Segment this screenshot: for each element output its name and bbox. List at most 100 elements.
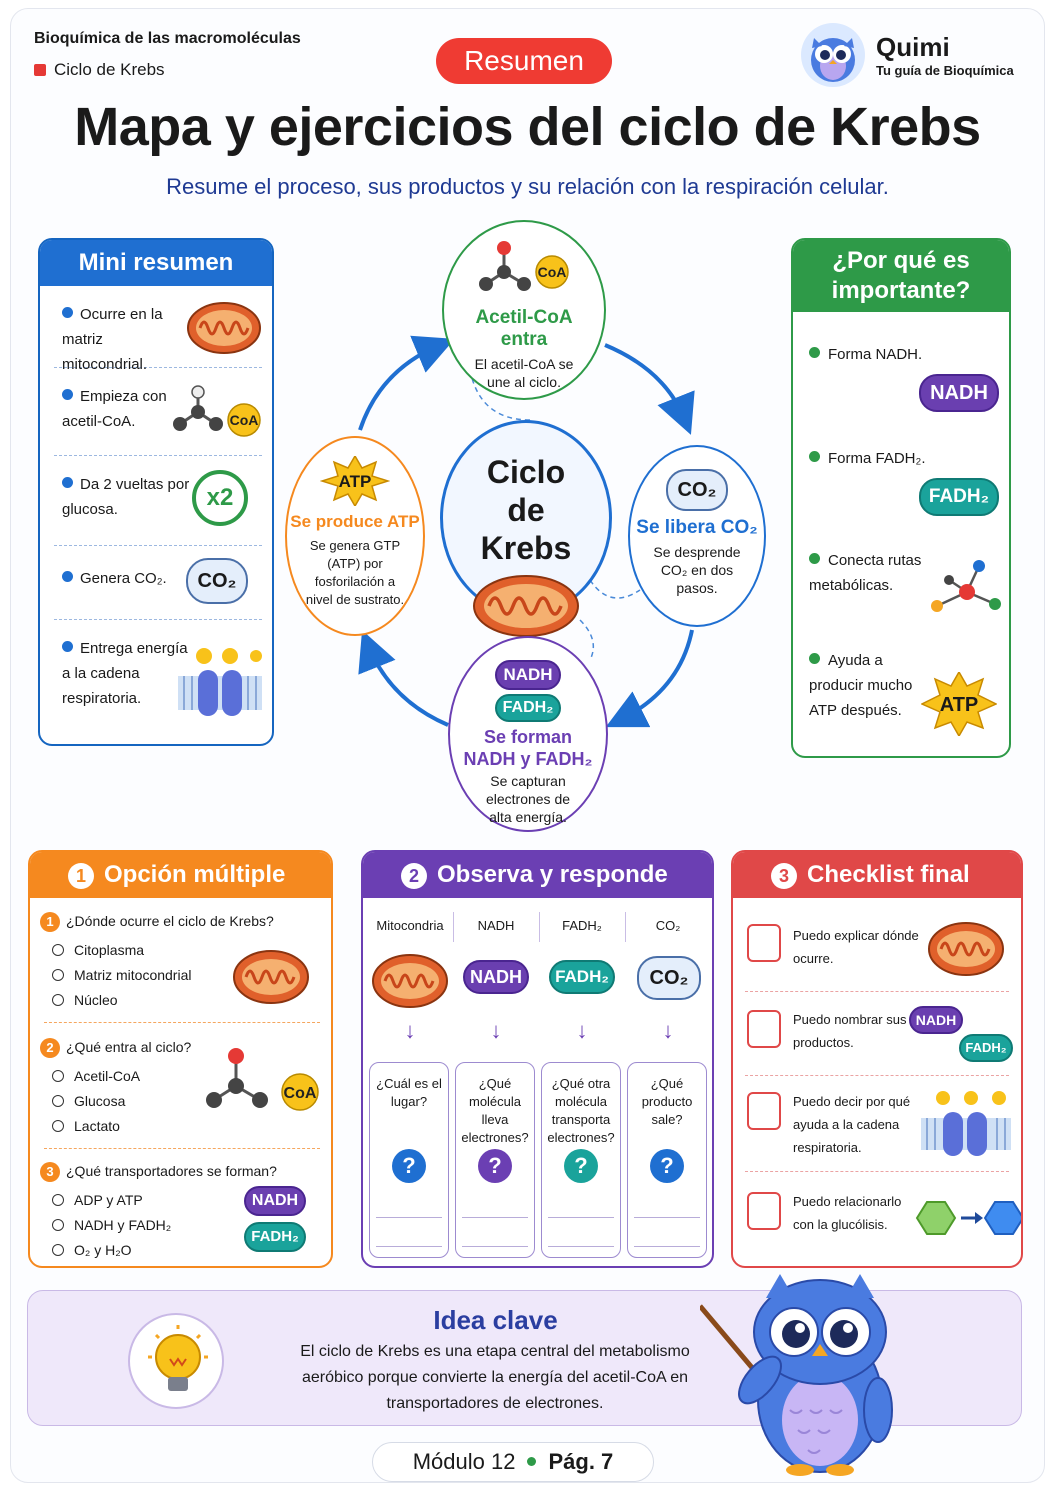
answer-box[interactable]: ¿Qué molécula lleva electrones? ? — [455, 1062, 535, 1258]
section-number: 1 — [68, 863, 94, 889]
question-text: ¿Dónde ocurre el ciclo de Krebs? — [66, 913, 274, 929]
question-2: 2¿Qué entra al ciclo? — [40, 1038, 191, 1058]
answer-question: ¿Qué molécula lleva electrones? — [461, 1076, 529, 1145]
brand-tagline: Tu guía de Bioquímica — [876, 63, 1014, 78]
nadh-badge: NADH — [244, 1186, 306, 1216]
importance-item-text: Forma NADH. — [828, 346, 923, 363]
question-text: ¿Qué entra al ciclo? — [66, 1039, 192, 1055]
answer-question: ¿Qué otra molécula transporta electrones… — [547, 1076, 615, 1145]
down-arrow-icon: ↓ — [576, 1018, 588, 1043]
krebs-center: Ciclo de Krebs — [440, 420, 612, 637]
key-idea-text: El ciclo de Krebs es una etapa central d… — [300, 1343, 690, 1412]
key-idea-title: Idea clave — [433, 1305, 558, 1335]
multiple-choice-title: Opción múltiple — [104, 861, 286, 888]
observe-respond-title: Observa y responde — [437, 861, 668, 888]
checklist-text: Puedo relacionarlo con la glucólisis. — [793, 1194, 902, 1232]
checkbox[interactable] — [747, 1092, 781, 1130]
membrane-protein-icon — [178, 648, 262, 716]
checkbox[interactable] — [747, 1192, 781, 1230]
network-molecule-icon — [931, 560, 1001, 612]
co2-cloud-icon: CO₂ — [666, 469, 728, 511]
answer-question: ¿Cuál es el lugar? — [376, 1076, 442, 1109]
mini-item-text: Da 2 vueltas por glucosa. — [62, 476, 190, 518]
importance-item-text: Conecta rutas metabólicas. — [809, 552, 922, 594]
mini-item-text: Ocurre en la matriz mitocondrial. — [62, 306, 163, 373]
checklist-item: Puedo explicar dónde ocurre. — [745, 910, 1009, 992]
importance-item: Forma FADH₂. — [809, 446, 999, 471]
importance-card: ¿Por qué es importante? Forma NADH. NADH… — [791, 238, 1011, 758]
cycle-arrows — [358, 335, 695, 728]
topic-text: Ciclo de Krebs — [54, 60, 165, 79]
down-arrow-icon: ↓ — [662, 1018, 674, 1043]
cycle-step-title: Se forman NADH y FADH₂ — [463, 727, 593, 769]
option-radio[interactable]: NADH y FADH₂ — [52, 1217, 171, 1233]
cycle-step-co2: CO₂ Se libera CO₂ Se desprende CO₂ en do… — [628, 445, 766, 627]
question-number: 1 — [40, 912, 60, 932]
mini-summary-card: Mini resumen Ocurre en la matriz mitocon… — [38, 238, 274, 746]
cycle-step-desc: Se desprende CO₂ en dos pasos. — [653, 544, 741, 596]
cycle-step-desc: Se capturan electrones de alta energía. — [485, 773, 571, 825]
fadh2-badge: FADH₂ — [919, 478, 999, 516]
coa-text: CoA — [538, 264, 567, 280]
mini-item-text: Entrega energía a la cadena respiratoria… — [62, 640, 188, 707]
checklist-item: Puedo decir por qué ayuda a la cadena re… — [745, 1076, 1011, 1172]
acetyl-coa-icon: CoA — [206, 1048, 319, 1111]
atp-star-icon: ATP — [921, 672, 997, 736]
co2-cloud-icon: CO₂ — [186, 558, 248, 604]
checkbox[interactable] — [747, 924, 781, 962]
red-square-icon — [34, 64, 46, 76]
co2-cloud-icon: CO₂ — [637, 956, 701, 1000]
option-radio[interactable]: Glucosa — [52, 1093, 125, 1109]
answer-box[interactable]: ¿Qué producto sale? ? — [627, 1062, 707, 1258]
mitochondrion-icon — [187, 302, 261, 354]
cycle-step-title: Se libera CO₂ — [636, 517, 758, 538]
svg-text:CoA: CoA — [230, 412, 259, 428]
column-header: FADH₂ — [562, 918, 602, 933]
cycle-step-nadh: NADH FADH₂ Se forman NADH y FADH₂ Se cap… — [448, 636, 608, 832]
answer-box[interactable]: ¿Cuál es el lugar? ? — [369, 1062, 449, 1258]
column-header: Mitocondria — [376, 918, 444, 933]
checkbox[interactable] — [747, 1010, 781, 1048]
page-title: Mapa y ejercicios del ciclo de Krebs — [74, 97, 981, 157]
question-mark-icon: ? — [650, 1149, 684, 1183]
mini-item-text: Genera CO₂. — [80, 570, 167, 587]
checklist-item: Puedo nombrar sus productos. NADH FADH₂ — [745, 992, 1013, 1076]
question-number: 3 — [40, 1162, 60, 1182]
nadh-badge: NADH — [495, 660, 561, 690]
option-radio[interactable]: ADP y ATP — [52, 1192, 143, 1208]
question-mark-icon: ? — [392, 1149, 426, 1183]
atp-star-icon: ATP — [319, 454, 391, 508]
option-radio[interactable]: Lactato — [52, 1118, 120, 1134]
question-3: 3¿Qué transportadores se forman? — [40, 1162, 277, 1182]
mini-item: Entrega energía a la cadena respiratoria… — [54, 620, 262, 730]
option-radio[interactable]: Acetil-CoA — [52, 1068, 140, 1084]
importance-item-text: Ayuda a producir mucho ATP después. — [809, 652, 913, 719]
cycle-step-acetyl-coa: CoA Acetil-CoA entra El acetil-CoA se un… — [442, 220, 606, 400]
nadh-badge: NADH — [919, 374, 999, 412]
multiple-choice-card: 1 Opción múltiple 1 ¿Dónde ocurre el ciclo… — [28, 850, 333, 1268]
importance-item: Conecta rutas metabólicas. — [809, 548, 939, 598]
cycle-step-desc: Se genera GTP (ATP) por fosforilación a … — [305, 538, 405, 607]
checklist-text: Puedo nombrar sus productos. — [793, 1012, 907, 1050]
mini-item: Empieza con acetil-CoA. CoA — [54, 368, 262, 456]
section-number: 2 — [401, 863, 427, 889]
fadh2-badge: FADH₂ — [495, 694, 561, 722]
fadh2-badge: FADH₂ — [959, 1034, 1013, 1062]
membrane-protein-icon — [921, 1091, 1011, 1156]
option-radio[interactable]: Matriz mitocondrial — [52, 967, 191, 983]
mini-item: Ocurre en la matriz mitocondrial. — [54, 290, 262, 373]
option-radio[interactable]: Citoplasma — [52, 942, 144, 958]
mini-item: Genera CO₂. CO₂ — [54, 546, 262, 620]
mitochondrion-icon — [473, 575, 579, 637]
option-radio[interactable]: Núcleo — [52, 992, 118, 1008]
answer-box[interactable]: ¿Qué otra molécula transporta electrones… — [541, 1062, 621, 1258]
column-header: NADH — [477, 918, 515, 933]
cycle-step-atp: ATP Se produce ATP Se genera GTP (ATP) p… — [285, 436, 425, 636]
checklist-item: Puedo relacionarlo con la glucólisis. — [745, 1172, 1021, 1260]
importance-item-text: Forma FADH₂. — [828, 450, 926, 467]
resumen-pill: Resumen — [436, 38, 612, 84]
mitochondrion-icon — [233, 950, 309, 1004]
option-radio[interactable]: O₂ y H₂O — [52, 1242, 132, 1258]
checklist-text: Puedo decir por qué ayuda a la cadena re… — [793, 1094, 911, 1155]
